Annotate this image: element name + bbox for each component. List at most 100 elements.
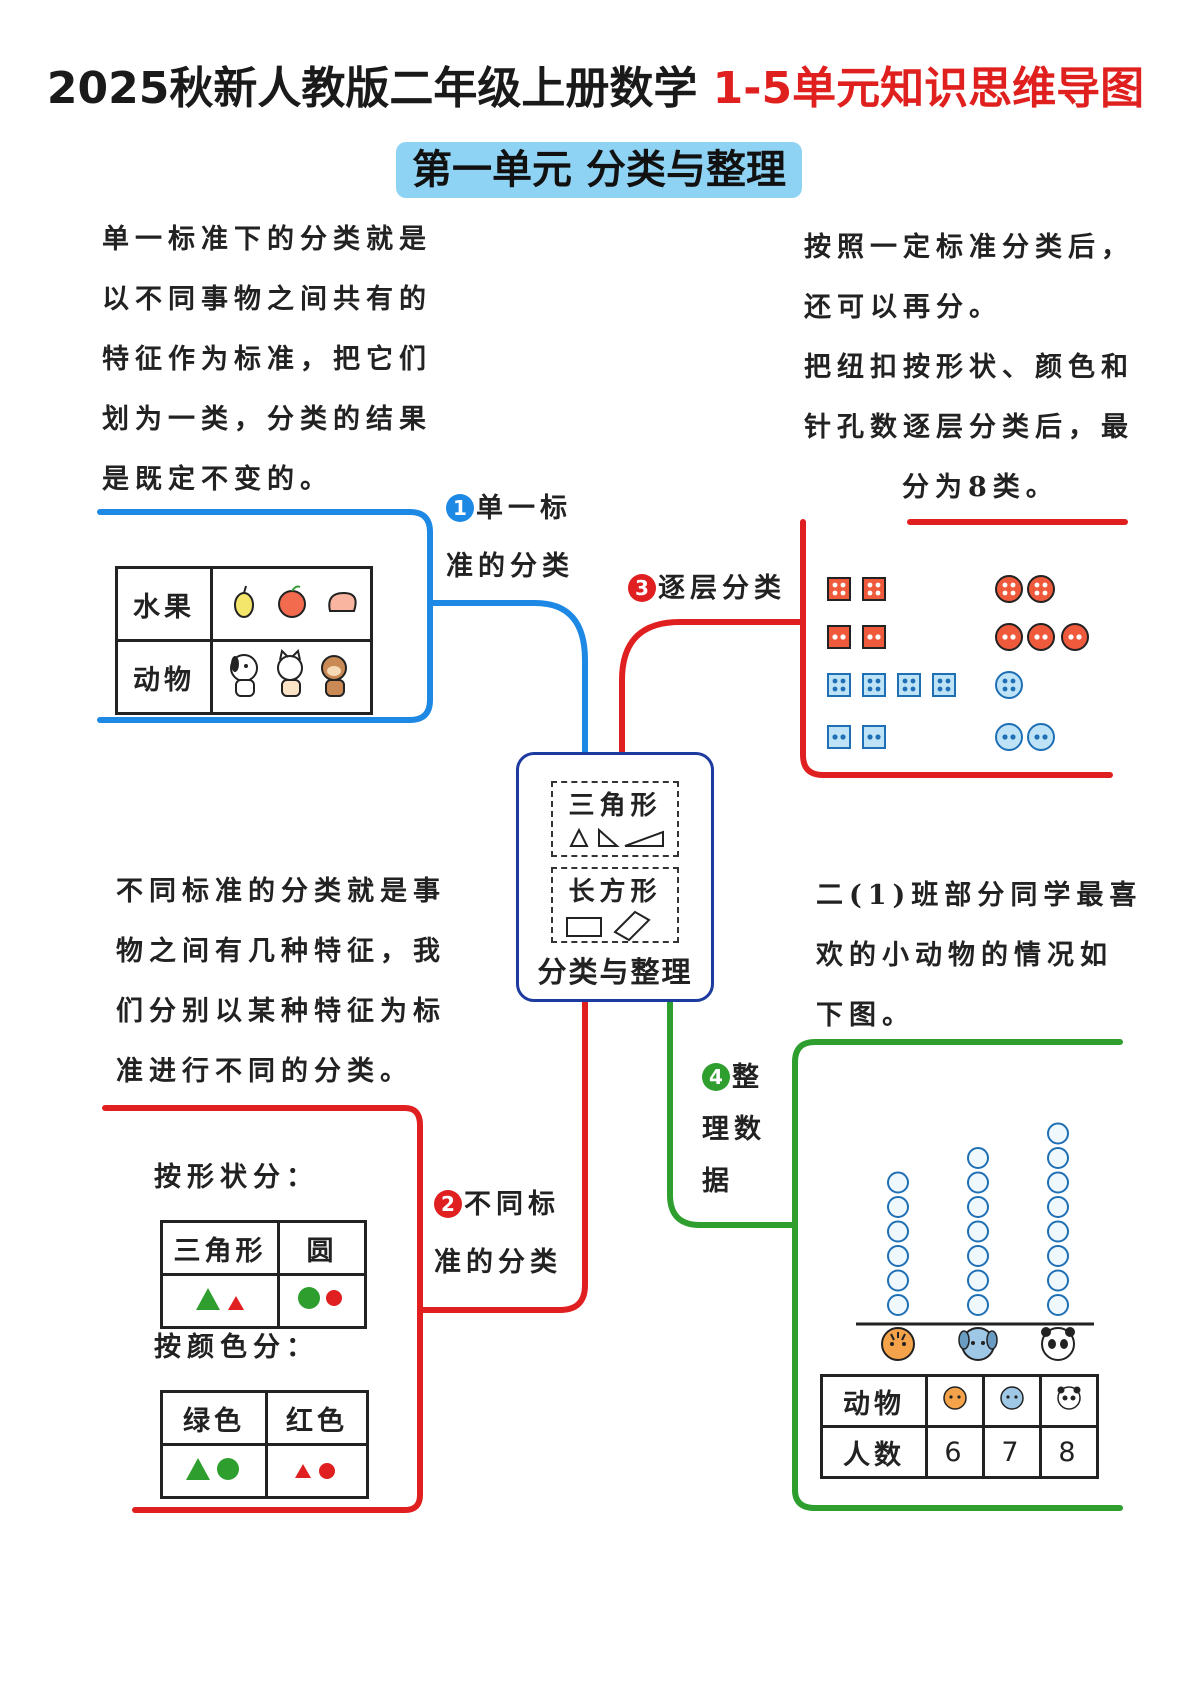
circle-cell [277, 1273, 367, 1329]
panda-cell [1039, 1374, 1099, 1428]
apple-icon [277, 585, 306, 618]
pictograph-circle [887, 1196, 909, 1218]
pictograph-circle [887, 1245, 909, 1267]
pictograph-circle [967, 1171, 989, 1194]
pictograph-circle [887, 1269, 909, 1292]
red-cell [265, 1443, 369, 1499]
monkey-icon [320, 654, 347, 697]
title-main: 2025秋新人教版二年级上册数学 [46, 63, 713, 114]
red-shapes-icon [295, 1462, 335, 1479]
pictograph-circles [887, 1122, 1069, 1316]
green-shapes-icon [186, 1457, 239, 1480]
pictograph-circle [1047, 1220, 1069, 1243]
number-2-badge: 2 [434, 1190, 462, 1218]
shape-table: 三角形 圆 [160, 1220, 367, 1329]
round-red-4hole-buttons [995, 575, 1055, 603]
number-4-badge: 4 [702, 1063, 730, 1091]
pictograph-circle [887, 1294, 909, 1316]
pictograph-circle [1047, 1147, 1069, 1169]
number-3-badge: 3 [628, 574, 656, 602]
square-red-4hole-buttons [827, 577, 886, 601]
color-section-label: 按颜色分： [154, 1332, 319, 1363]
tiger-icon [881, 1327, 915, 1361]
fruit-icons-cell [210, 566, 373, 642]
fruit-icons [233, 585, 357, 618]
pictograph-circle [887, 1171, 909, 1194]
square-red-2hole-buttons [827, 625, 886, 649]
panda-icon [1041, 1327, 1075, 1361]
pictograph-circle [967, 1147, 989, 1169]
animal-icons-cell [210, 639, 373, 715]
peach-icon [327, 591, 357, 612]
animal-icons [229, 648, 347, 697]
triangle-box: 三角形 [551, 781, 679, 857]
circles-icon [298, 1286, 342, 1309]
bottom-right-text: 二(1)班部分同学最喜 欢的小动物的情况如 下图。 [816, 880, 1143, 1031]
pictograph-circle [967, 1196, 989, 1218]
fruit-animal-table: 水果 动物 [115, 566, 373, 715]
bottom-left-text: 不同标准的分类就是事 物之间有几种特征，我 们分别以某种特征为标 准进行不同的分… [116, 876, 446, 1087]
triangle-label: 三角形 [568, 791, 662, 821]
dog-icon [229, 653, 258, 697]
dog-count: 7 [982, 1425, 1042, 1479]
triangles-icon [196, 1287, 244, 1310]
animal-count-table: 动物 人数 6 7 8 [820, 1374, 1099, 1479]
triangle-cell [160, 1273, 280, 1329]
tiger-icon [943, 1385, 967, 1410]
title-highlight: 1-5单元知识思维导图 [712, 63, 1145, 114]
pictograph-circle [967, 1294, 989, 1316]
central-topic-title: 分类与整理 [537, 955, 693, 989]
pictograph-circle [887, 1220, 909, 1243]
pictograph-circle [1047, 1269, 1069, 1292]
pictograph-circle [1047, 1122, 1069, 1145]
shape-section-label: 按形状分： [154, 1162, 319, 1193]
circle-header: 圆 [277, 1220, 367, 1276]
tiger-cell [925, 1374, 985, 1428]
buttons-diagram [827, 575, 1089, 751]
unit-banner: 第一单元 分类与整理 [396, 142, 802, 198]
dog-icon [1000, 1385, 1024, 1410]
number-1-badge: 1 [446, 494, 474, 522]
fruit-label-cell: 水果 [115, 566, 213, 642]
dog-icon [958, 1327, 998, 1361]
count-row-label: 人数 [820, 1425, 928, 1479]
dog-cell [982, 1374, 1042, 1428]
square-blue-4hole-buttons [827, 673, 956, 697]
pictograph-circle [967, 1220, 989, 1243]
panda-count: 8 [1039, 1425, 1099, 1479]
page-title: 2025秋新人教版二年级上册数学 1-5单元知识思维导图 [0, 52, 1191, 116]
animal-label-cell: 动物 [115, 639, 213, 715]
pictograph-circle [1047, 1294, 1069, 1316]
square-blue-2hole-buttons [827, 725, 886, 749]
pictograph [856, 1122, 1094, 1361]
pictograph-circle [1047, 1245, 1069, 1267]
round-blue-4hole-buttons [995, 671, 1023, 699]
round-blue-2hole-buttons [995, 723, 1055, 751]
triangles-icon [569, 827, 664, 847]
panda-icon [1057, 1385, 1081, 1410]
rectangles-icon [566, 910, 651, 942]
color-table: 绿色 红色 [160, 1390, 369, 1499]
pear-icon [233, 585, 254, 618]
triangle-header: 三角形 [160, 1220, 280, 1276]
red-header: 红色 [265, 1390, 369, 1446]
cat-icon [276, 648, 303, 697]
green-cell [160, 1443, 268, 1499]
pictograph-circle [967, 1245, 989, 1267]
pictograph-circle [1047, 1196, 1069, 1218]
animal-row-label: 动物 [820, 1374, 928, 1428]
round-red-2hole-buttons [995, 623, 1089, 651]
green-header: 绿色 [160, 1390, 268, 1446]
top-right-text: 按照一定标准分类后， 还可以再分。 把纽扣按形状、颜色和 针孔数逐层分类后，最 … [804, 232, 1134, 503]
pictograph-circle [967, 1269, 989, 1292]
top-left-text: 单一标准下的分类就是 以不同事物之间共有的 特征作为标准，把它们 划为一类，分类… [102, 224, 432, 495]
central-topic-box: 三角形 长方形 分类与整理 [516, 752, 714, 1002]
tiger-count: 6 [925, 1425, 985, 1479]
pictograph-circle [1047, 1171, 1069, 1194]
rectangle-label: 长方形 [568, 877, 662, 907]
